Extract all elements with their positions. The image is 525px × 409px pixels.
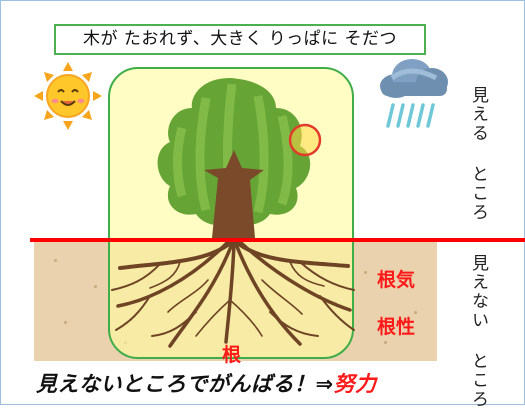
bottom-caption-main: 見えないところでがんばる！⇒ <box>36 372 334 396</box>
hidden-part-label: 見えない ところ <box>468 254 488 409</box>
title-box: 木が たおれず、大きく りっぱに そだつ <box>54 24 426 55</box>
quality-label-konjou: 根性 <box>377 316 416 338</box>
root-label: 根 <box>222 344 242 366</box>
bottom-caption-emphasis: 努力 <box>333 372 377 396</box>
quality-label-konki: 根気 <box>377 269 416 291</box>
bottom-caption: 見えないところでがんばる！⇒努力 <box>36 368 377 398</box>
visible-part-label: 見える ところ <box>468 86 488 222</box>
title-text: 木が たおれず、大きく りっぱに そだつ <box>82 29 398 49</box>
ground-line <box>30 238 525 242</box>
